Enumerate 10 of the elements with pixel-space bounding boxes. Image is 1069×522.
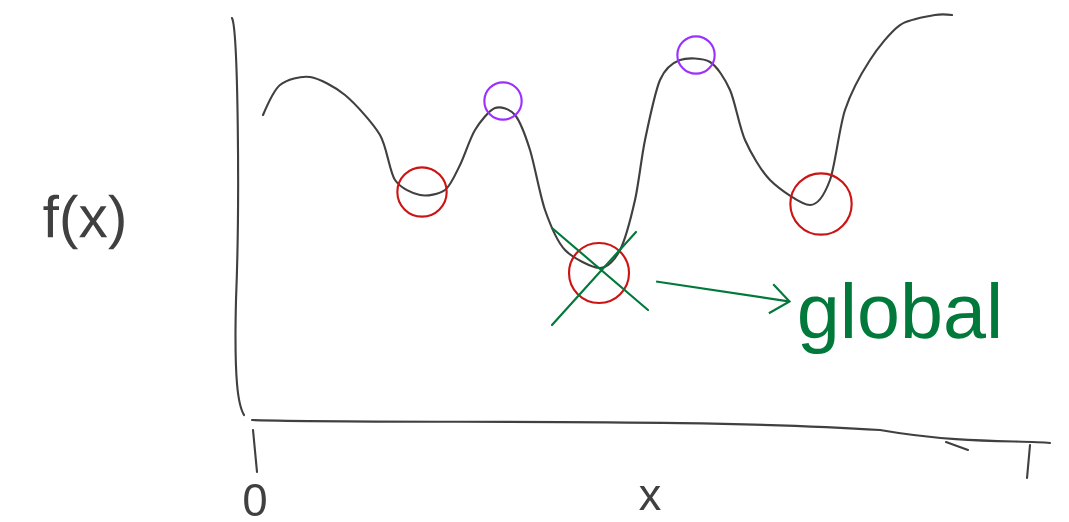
axis-label: f(x) — [43, 194, 124, 250]
axis-label: x — [639, 486, 661, 510]
circled-point — [396, 166, 448, 218]
handwritten-word: global — [800, 281, 998, 355]
circled-point — [567, 241, 631, 305]
circled-point — [789, 172, 853, 236]
arrow — [655, 280, 792, 315]
circled-point — [483, 81, 523, 121]
circled-point — [676, 35, 716, 75]
axis-label: 0 — [244, 483, 266, 517]
